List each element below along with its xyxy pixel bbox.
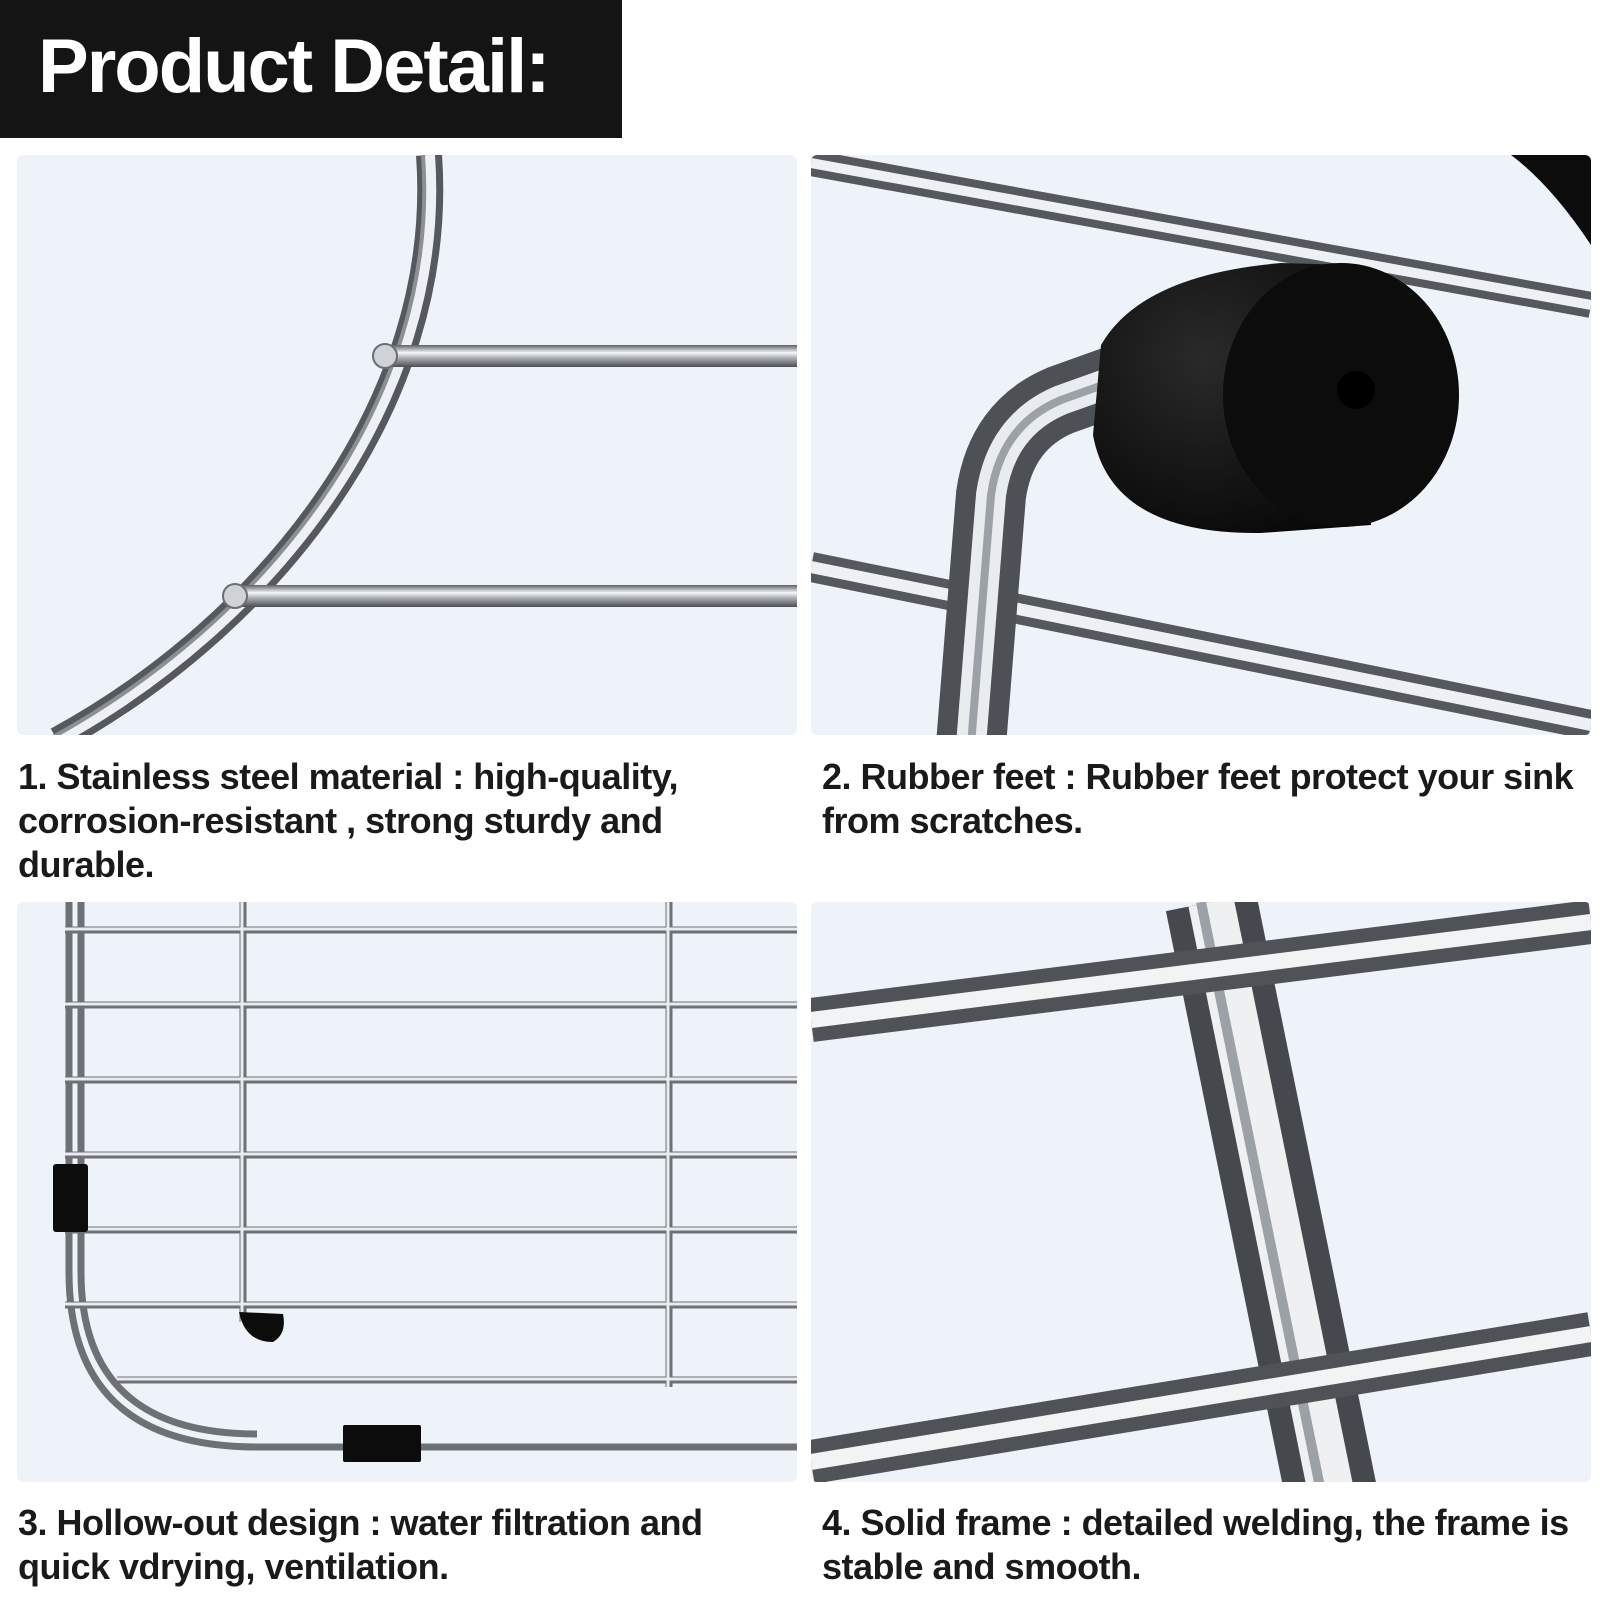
welded-frame-illustration — [811, 902, 1591, 1482]
solid-frame-image — [811, 902, 1591, 1482]
stainless-steel-image — [17, 155, 797, 735]
caption-solid-frame: 4. Solid frame : detailed welding, the f… — [822, 1502, 1569, 1587]
caption-hollow-out-design: 3. Hollow-out design : water filtration … — [18, 1502, 703, 1587]
page-title: Product Detail: — [38, 24, 550, 109]
rubber-feet-image — [811, 155, 1591, 735]
caption-rubber-feet: 2. Rubber feet : Rubber feet protect you… — [822, 756, 1574, 841]
steel-curve-illustration — [50, 155, 797, 735]
hollow-out-design-image — [17, 902, 797, 1482]
rack-grid-illustration — [53, 902, 797, 1462]
header-banner: Product Detail: — [0, 0, 622, 138]
caption-stainless-steel: 1. Stainless steel material : high-quali… — [18, 756, 679, 885]
rubber-foot-illustration — [811, 155, 1591, 735]
